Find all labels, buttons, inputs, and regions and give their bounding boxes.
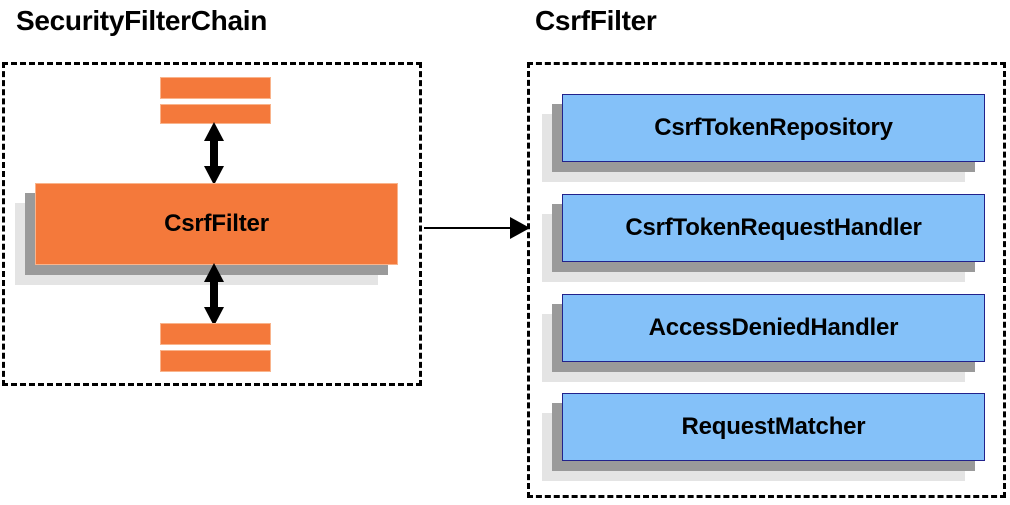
filter-bar-4[interactable] (160, 350, 271, 372)
security-filter-chain-container (2, 62, 422, 386)
node-csrf-filter[interactable]: CsrfFilter (15, 183, 398, 285)
node-request-matcher-label: RequestMatcher (562, 393, 985, 461)
chain-double-arrow-top (202, 122, 226, 185)
panel-title-security-filter-chain: SecurityFilterChain (16, 5, 268, 36)
csrf-filter-detail-container (527, 62, 1006, 498)
filter-bar-2[interactable] (160, 104, 271, 124)
node-csrf-token-request-handler[interactable]: CsrfTokenRequestHandler (542, 194, 985, 282)
node-csrf-token-repository-label: CsrfTokenRepository (562, 94, 985, 162)
node-csrf-filter-label: CsrfFilter (35, 183, 398, 265)
node-csrf-token-request-handler-label: CsrfTokenRequestHandler (562, 194, 985, 262)
node-request-matcher[interactable]: RequestMatcher (542, 393, 985, 481)
filter-bar-1[interactable] (160, 77, 271, 99)
csrf-filter-to-detail-arrow (424, 216, 530, 240)
node-csrf-token-repository[interactable]: CsrfTokenRepository (542, 94, 985, 182)
chain-double-arrow-bottom (202, 263, 226, 326)
node-access-denied-handler-label: AccessDeniedHandler (562, 294, 985, 362)
filter-bar-3[interactable] (160, 323, 271, 345)
node-access-denied-handler[interactable]: AccessDeniedHandler (542, 294, 985, 382)
panel-title-csrf-filter: CsrfFilter (535, 5, 657, 36)
